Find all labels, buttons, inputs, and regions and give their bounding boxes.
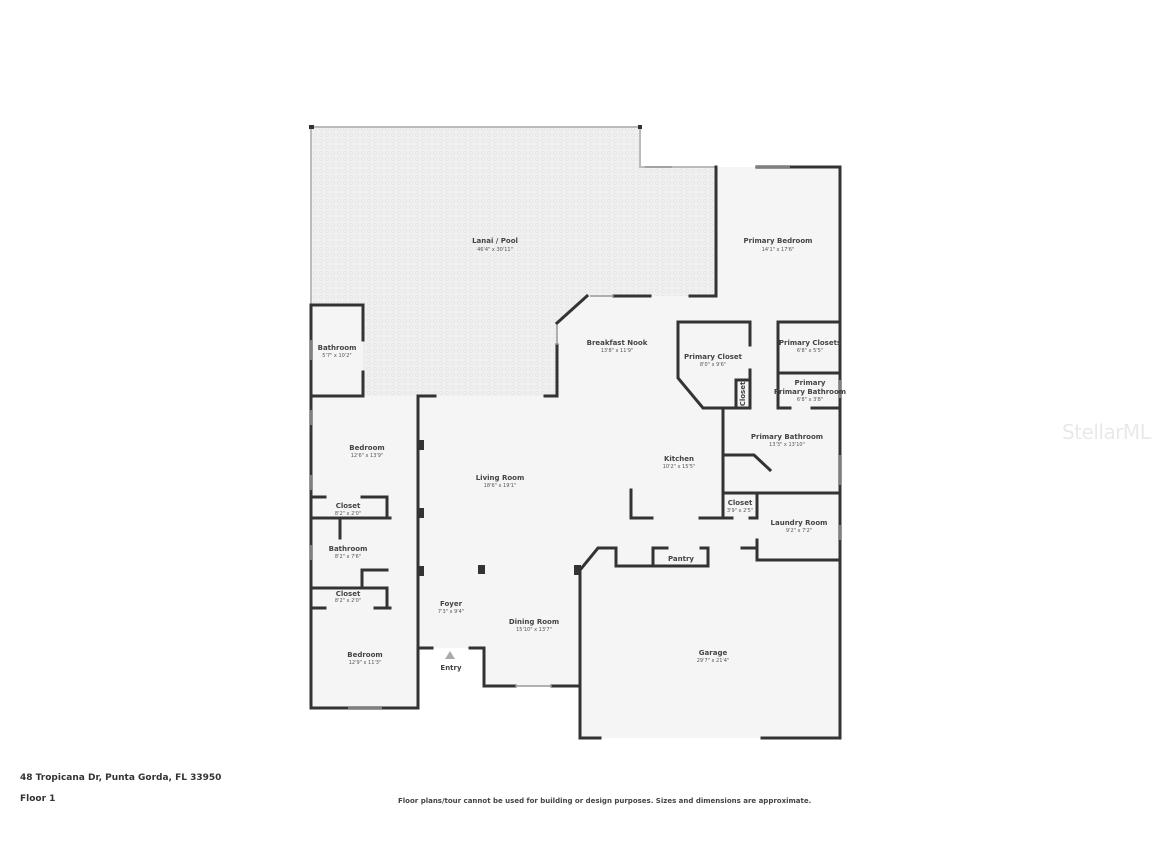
disclaimer: Floor plans/tour cannot be used for buil… — [398, 797, 812, 805]
room-label-closet-vertical: Closet — [739, 381, 747, 406]
svg-text:15'10" x 13'7": 15'10" x 13'7" — [516, 627, 552, 633]
svg-text:3'9" x 2'5": 3'9" x 2'5" — [727, 508, 753, 514]
walls — [309, 165, 842, 740]
columns — [418, 440, 581, 576]
stellarmls-watermark: StellarMLS — [1062, 420, 1152, 444]
svg-text:29'7" x 21'4": 29'7" x 21'4" — [697, 658, 730, 664]
svg-text:Primary Closets: Primary Closets — [779, 339, 841, 347]
svg-text:Garage: Garage — [699, 649, 728, 657]
svg-text:8'2" x 7'6": 8'2" x 7'6" — [335, 554, 361, 560]
svg-text:10'2" x 15'5": 10'2" x 15'5" — [663, 464, 696, 470]
svg-text:Closet: Closet — [336, 502, 361, 510]
svg-text:Primary Bathroom: Primary Bathroom — [751, 433, 823, 441]
svg-text:5'7" x 10'2": 5'7" x 10'2" — [322, 353, 351, 359]
room-label-primary-bedroom: Primary Bedroom 14'1" x 17'6" — [744, 237, 813, 253]
svg-text:13'8" x 11'9": 13'8" x 11'9" — [601, 348, 634, 354]
house-floor — [311, 167, 840, 738]
property-address: 48 Tropicana Dr, Punta Gorda, FL 33950 — [20, 773, 222, 783]
floor-label: Floor 1 — [20, 794, 56, 804]
svg-text:Breakfast Nook: Breakfast Nook — [587, 339, 648, 347]
svg-text:Dining Room: Dining Room — [509, 618, 559, 626]
svg-text:Foyer: Foyer — [440, 600, 463, 608]
svg-text:8'2" x 2'0": 8'2" x 2'0" — [335, 598, 361, 604]
svg-text:13'3" x 13'10": 13'3" x 13'10" — [769, 442, 805, 448]
svg-text:18'6" x 19'1": 18'6" x 19'1" — [484, 483, 517, 489]
room-label-pantry: Pantry — [668, 555, 694, 563]
svg-text:Living Room: Living Room — [476, 474, 525, 482]
svg-text:Pantry: Pantry — [668, 555, 694, 563]
room-label-lanai: Lanai / Pool 46'4" x 30'11" — [472, 237, 518, 253]
svg-text:9'2" x 7'2": 9'2" x 7'2" — [786, 528, 812, 534]
svg-text:Primary Bathroom: Primary Bathroom — [774, 388, 846, 396]
entry-arrow-icon — [445, 651, 455, 659]
svg-text:6'8" x 5'5": 6'8" x 5'5" — [797, 348, 823, 354]
svg-text:Primary Closet: Primary Closet — [684, 353, 743, 361]
svg-text:Bathroom: Bathroom — [329, 545, 368, 553]
windows — [310, 166, 841, 709]
svg-text:8'2" x 2'0": 8'2" x 2'0" — [335, 511, 361, 517]
svg-text:Bedroom: Bedroom — [349, 444, 384, 452]
svg-text:Bedroom: Bedroom — [347, 651, 382, 659]
lanai-floor — [311, 127, 716, 396]
svg-text:Closet: Closet — [336, 590, 361, 598]
svg-text:Entry: Entry — [440, 664, 462, 672]
lanai-corner-post — [638, 125, 642, 129]
svg-text:Primary Bedroom: Primary Bedroom — [744, 237, 813, 245]
svg-text:46'4" x 30'11": 46'4" x 30'11" — [477, 247, 513, 253]
svg-text:Laundry Room: Laundry Room — [771, 519, 828, 527]
svg-text:12'6" x 13'9": 12'6" x 13'9" — [351, 453, 384, 459]
svg-text:8'0" x 9'6": 8'0" x 9'6" — [700, 362, 726, 368]
svg-text:Kitchen: Kitchen — [664, 455, 694, 463]
svg-text:7'3" x 9'4": 7'3" x 9'4" — [438, 609, 464, 615]
svg-text:Bathroom: Bathroom — [318, 344, 357, 352]
svg-text:Primary: Primary — [794, 379, 825, 387]
room-label-entry: Entry — [440, 664, 462, 672]
lanai-corner-post — [309, 125, 314, 129]
svg-text:14'1" x 17'6": 14'1" x 17'6" — [762, 247, 795, 253]
svg-text:12'9" x 11'3": 12'9" x 11'3" — [349, 660, 382, 666]
svg-text:6'8" x 3'8": 6'8" x 3'8" — [797, 397, 823, 403]
svg-text:Closet: Closet — [728, 499, 753, 507]
svg-text:Lanai / Pool: Lanai / Pool — [472, 237, 518, 245]
